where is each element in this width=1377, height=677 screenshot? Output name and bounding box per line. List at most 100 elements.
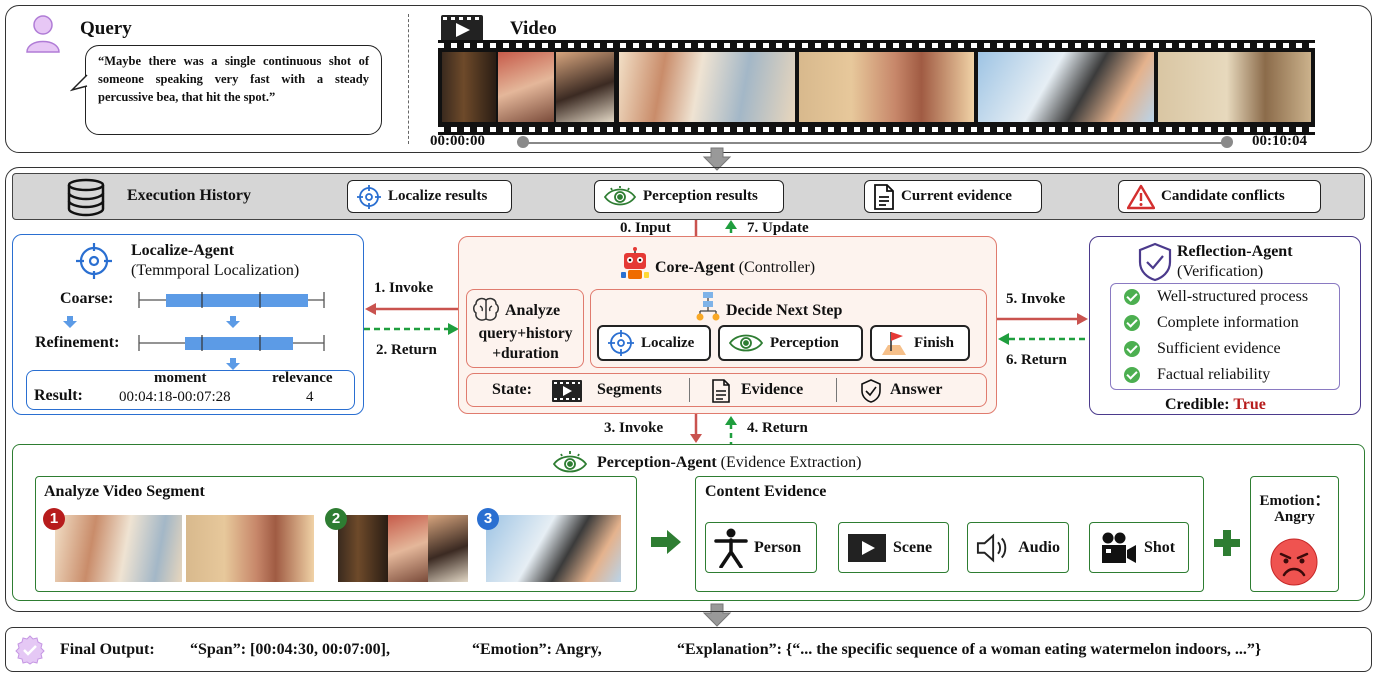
timeline-start-handle[interactable] <box>517 136 529 148</box>
person-icon <box>714 528 748 568</box>
arrow-return4 <box>723 414 739 449</box>
badge-3: 3 <box>477 508 499 530</box>
robot-icon <box>620 247 650 286</box>
camera-icon <box>1102 532 1136 563</box>
credible-line: Credible: True <box>1165 396 1266 414</box>
frame-5 <box>799 52 974 122</box>
localize-agent-title: Localize-Agent <box>131 242 235 259</box>
frame-2 <box>498 52 554 122</box>
segment-frame-3 <box>486 515 621 582</box>
angry-face-icon <box>1269 537 1319 592</box>
eye-icon <box>552 450 588 481</box>
decide-box <box>590 289 987 368</box>
frame-6 <box>978 52 1154 122</box>
option-localize-button[interactable]: Localize <box>597 325 711 361</box>
result-label: Result: <box>34 387 83 404</box>
evidence-audio[interactable]: Audio <box>967 522 1069 573</box>
film-icon <box>552 380 582 407</box>
check-item: Factual reliability <box>1124 366 1270 384</box>
down-arrow-icon <box>702 147 732 176</box>
shield-check-icon <box>1137 242 1173 287</box>
option-perception-button[interactable]: Perception <box>718 325 863 361</box>
database-icon <box>66 177 106 222</box>
core-agent-heading: Core-Agent (Controller) <box>655 259 815 277</box>
segment-frame-1b <box>186 515 314 582</box>
query-title: Query <box>80 18 132 39</box>
reflection-agent-title: Reflection-Agent <box>1177 243 1293 260</box>
agent-system-panel <box>5 167 1372 612</box>
evidence-audio-label: Audio <box>1018 538 1060 556</box>
decide-title: Decide Next Step <box>726 302 843 319</box>
down-arrow-icon <box>702 603 732 632</box>
refinement-label: Refinement: <box>35 334 120 351</box>
video-filmstrip <box>438 40 1315 135</box>
option-perception-label: Perception <box>770 334 839 351</box>
state-divider <box>836 378 837 402</box>
document-icon <box>874 183 894 210</box>
check-label: Well-structured process <box>1157 288 1309 305</box>
segment-frame-2b <box>388 515 428 582</box>
final-output-panel <box>5 627 1372 672</box>
warning-icon <box>1127 184 1155 209</box>
analyze-title: Analyze <box>505 302 561 319</box>
analyze-segment-box <box>35 476 637 592</box>
evidence-scene[interactable]: Scene <box>838 522 949 573</box>
localize-agent-subtitle: (Temmporal Localization) <box>131 262 300 279</box>
arrow-invoke5-label: 5. Invoke <box>1006 291 1066 307</box>
frame-3 <box>556 52 614 122</box>
frame-4 <box>619 52 795 122</box>
coarse-label: Coarse: <box>60 290 114 307</box>
timeline-end-handle[interactable] <box>1221 136 1233 148</box>
perception-agent-heading: Perception-Agent (Evidence Extraction) <box>597 454 862 472</box>
state-box <box>466 373 987 407</box>
user-avatar-icon <box>22 12 64 54</box>
arrow-invoke3-label: 3. Invoke <box>604 420 664 436</box>
down-arrow-icon <box>226 315 240 333</box>
refinement-timeline <box>138 332 328 359</box>
query-bubble-tail <box>69 74 90 97</box>
final-output-span: “Span”: [00:04:30, 00:07:00], <box>190 641 390 658</box>
arrow-input-label: 0. Input <box>620 220 671 236</box>
check-icon <box>1124 367 1140 384</box>
query-text: “Maybe there was a single continuous sho… <box>98 54 369 104</box>
coarse-timeline <box>138 289 328 316</box>
emotion-box <box>1250 476 1339 592</box>
option-finish-button[interactable]: Finish <box>870 325 970 361</box>
state-divider <box>689 378 690 402</box>
play-screen-icon <box>848 533 886 562</box>
perception-results-label: Perception results <box>643 188 758 204</box>
relevance-value: 4 <box>306 389 314 405</box>
arrow-invoke1-label: 1. Invoke <box>374 280 434 296</box>
credible-label: Credible: <box>1165 396 1230 413</box>
reflection-agent-subtitle: (Verification) <box>1177 263 1264 280</box>
frame-7 <box>1158 52 1311 122</box>
analyze-line-2: +duration <box>492 345 559 362</box>
badge-1: 1 <box>43 508 65 530</box>
document-icon <box>711 379 731 408</box>
candidate-conflicts-chip[interactable]: Candidate conflicts <box>1118 180 1321 213</box>
eye-icon <box>603 185 637 205</box>
check-item: Sufficient evidence <box>1124 340 1281 358</box>
content-evidence-title: Content Evidence <box>705 483 827 500</box>
final-output-emotion: “Emotion”: Angry, <box>472 641 602 658</box>
analyze-line-1: query+history <box>478 325 573 342</box>
plus-icon <box>1214 530 1240 561</box>
arrow-return4-label: 4. Return <box>747 420 808 436</box>
award-badge-icon <box>15 635 45 670</box>
brain-icon <box>472 297 500 328</box>
perception-results-chip[interactable]: Perception results <box>594 180 784 213</box>
arrow-invoke5 <box>997 312 1089 331</box>
relevance-header: relevance <box>272 370 333 386</box>
arrow-return2-label: 2. Return <box>376 342 437 358</box>
arrow-update-label: 7. Update <box>747 220 809 236</box>
checklist-box <box>1110 283 1340 390</box>
time-end: 00:10:04 <box>1252 133 1307 149</box>
current-evidence-chip[interactable]: Current evidence <box>864 180 1042 213</box>
query-video-panel <box>5 5 1372 153</box>
evidence-shot[interactable]: Shot <box>1089 522 1189 573</box>
frame-1 <box>442 52 496 122</box>
core-agent-title: Core-Agent <box>655 259 735 276</box>
localize-results-chip[interactable]: Localize results <box>347 180 512 213</box>
current-evidence-label: Current evidence <box>901 188 1012 204</box>
evidence-person[interactable]: Person <box>705 522 817 573</box>
